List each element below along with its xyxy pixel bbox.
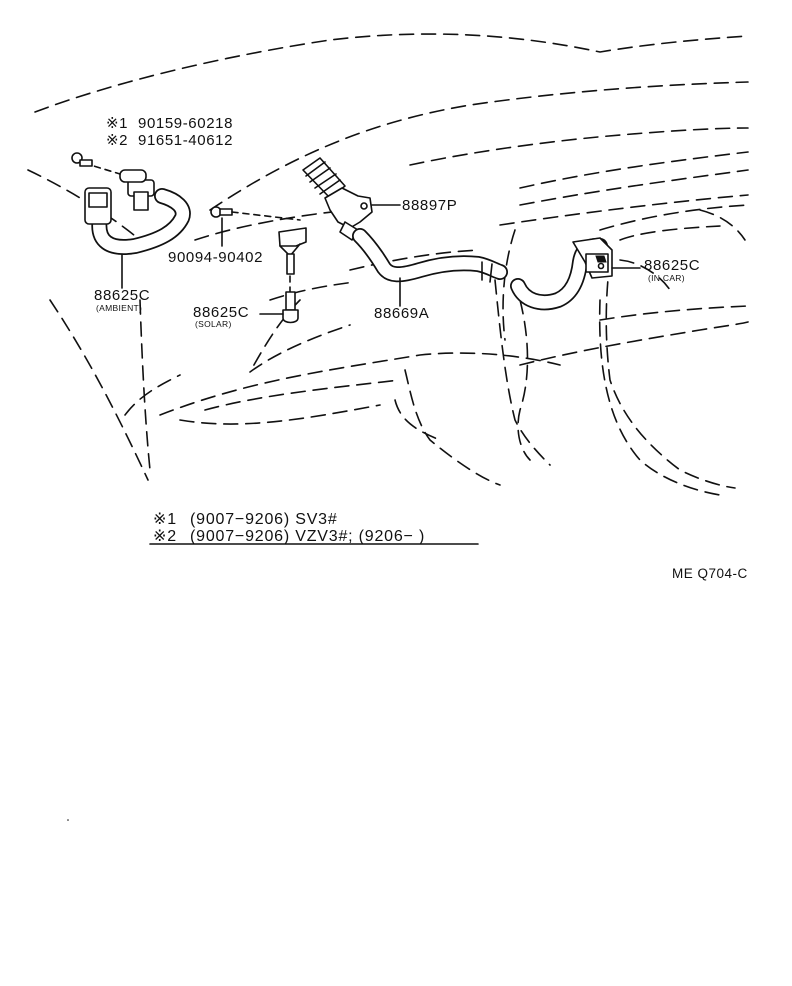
ambient-sensor-assembly — [71, 152, 191, 289]
in-car-sensor-note: (IN CAR) — [648, 273, 685, 283]
diagram-code: ME Q704-C — [672, 566, 748, 581]
screw-part-number: 90094-90402 — [168, 249, 263, 266]
fastener-note-2-part-number: 91651-40612 — [138, 132, 233, 149]
ambient-sensor-part-number: 88625C — [94, 287, 150, 304]
fastener-note-1-part-number: 90159-60218 — [138, 115, 233, 132]
aspirator-hose — [352, 228, 508, 307]
bolt-icon — [71, 152, 93, 167]
screw-icon — [210, 206, 301, 247]
applicability-2-text: (9007−9206) VZV3#; (9206− ) — [190, 528, 425, 545]
fastener-callouts: ※1 90159-60218 ※2 91651-40612 — [106, 115, 233, 149]
applicability-notes: ※1 (9007−9206) SV3# ※2 (9007−9206) VZV3#… — [149, 511, 479, 545]
aspirator-hose-part-number: 88669A — [374, 305, 429, 322]
applicability-1-mark: ※1 — [153, 511, 177, 528]
in-car-sensor-assembly — [510, 237, 641, 311]
stray-dot — [67, 819, 69, 821]
solar-sensor-note: (SOLAR) — [195, 319, 232, 329]
solar-sensor-assembly — [259, 227, 307, 324]
in-car-sensor-part-number: 88625C — [644, 257, 700, 274]
aspirator-assembly — [302, 157, 401, 241]
aspirator-part-number: 88897P — [402, 197, 457, 214]
solar-sensor-part-number: 88625C — [193, 304, 249, 321]
ambient-sensor-note: (AMBIENT) — [96, 303, 142, 313]
applicability-2-mark: ※2 — [153, 528, 177, 545]
fastener-note-2-mark: ※2 — [106, 132, 128, 149]
applicability-1-text: (9007−9206) SV3# — [190, 511, 338, 528]
fastener-note-1-mark: ※1 — [106, 115, 128, 132]
